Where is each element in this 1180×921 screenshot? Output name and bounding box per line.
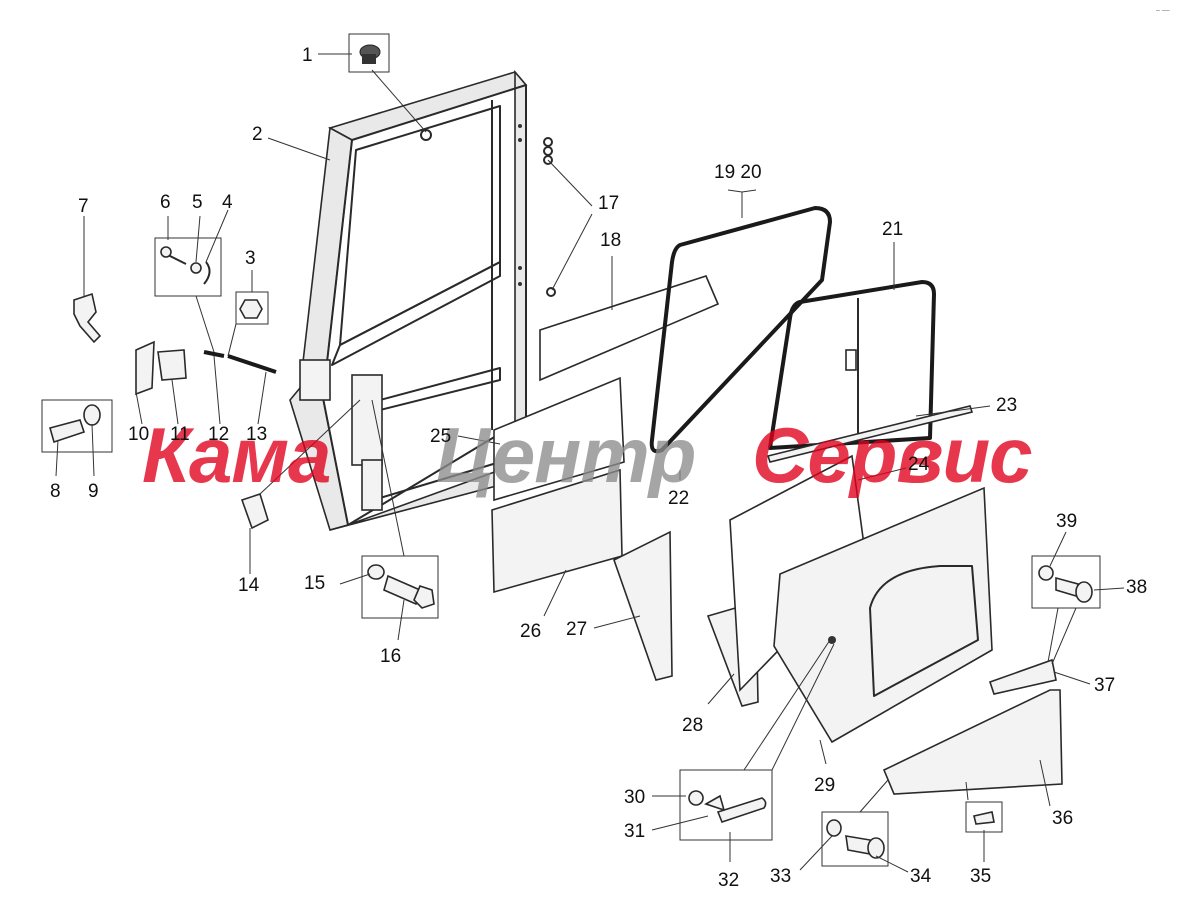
parts-10-11-latch: [135, 340, 187, 396]
callout-24: 24: [908, 454, 930, 475]
callout-13: 13: [246, 424, 267, 445]
watermark-text-servis: Сервис: [752, 411, 1032, 499]
callout-12: 12: [208, 424, 229, 445]
callout-36: 36: [1052, 808, 1073, 829]
part-18-glass: [539, 275, 720, 382]
callout-6: 6: [160, 192, 171, 213]
callout-2: 2: [252, 124, 263, 145]
callout-5: 5: [192, 192, 203, 213]
parts-24-29-inner-panel: [729, 454, 993, 744]
callout-39: 39: [1056, 511, 1077, 532]
part-14-lock: [240, 492, 269, 530]
watermark-text-kama: Кама: [142, 411, 330, 499]
callout-22: 22: [668, 488, 689, 509]
parts-19-20-seal: [649, 206, 832, 454]
callout-3: 3: [245, 248, 256, 269]
callout-15: 15: [304, 573, 325, 594]
callout-29: 29: [814, 775, 835, 796]
part-3-nut: [235, 291, 269, 325]
part-36-trim: [882, 689, 1063, 795]
callout-32: 32: [718, 870, 739, 891]
part-21-window: [768, 280, 936, 450]
callout-14: 14: [238, 575, 260, 596]
callout-8: 8: [50, 481, 61, 502]
part-7-handle: [73, 292, 102, 344]
callout-labels: 1 2 3 4 5 6 7 8 9 10 11 12 13 14 15 16 1…: [50, 45, 1147, 891]
part-23-strip: [766, 405, 974, 463]
watermark: Кама Центр Сервис: [142, 411, 1033, 499]
parts-12-13-rods: [203, 350, 277, 374]
callout-1: 1: [302, 45, 313, 66]
part-1-plug: [348, 33, 390, 73]
parts-15-16-bolt: [361, 555, 439, 619]
parts-33-34-screw: [821, 811, 889, 867]
part-35-screw: [965, 801, 1003, 833]
door-frame: [289, 69, 528, 531]
callout-27: 27: [566, 619, 587, 640]
callout-30: 30: [624, 787, 645, 808]
leader-lines: [55, 53, 1125, 873]
parts-8-9-bolt-washer: [41, 399, 113, 453]
callout-18: 18: [600, 230, 621, 251]
callout-11: 11: [170, 424, 190, 445]
callout-17: 17: [598, 193, 619, 214]
part-37-plate: [988, 658, 1057, 695]
callout-7: 7: [78, 196, 89, 217]
callout-10: 10: [128, 424, 149, 445]
parts-30-31-32-handle: [679, 769, 773, 841]
part-17-rings: [543, 137, 556, 297]
callout-26: 26: [520, 621, 541, 642]
parts-4-5-6: [154, 237, 222, 297]
callout-19-20: 19 20: [714, 162, 762, 183]
corner-mark: – ––: [1156, 7, 1170, 14]
watermark-text-centr: Центр: [436, 411, 695, 499]
callout-28: 28: [682, 715, 703, 736]
parts-25-26-panels: [491, 376, 625, 594]
callout-9: 9: [88, 481, 99, 502]
parts-38-39-screw: [1031, 555, 1101, 609]
callout-33: 33: [770, 866, 791, 887]
callout-25: 25: [430, 426, 451, 447]
callout-37: 37: [1094, 675, 1115, 696]
callout-34: 34: [910, 866, 932, 887]
callout-23: 23: [996, 395, 1017, 416]
callout-21: 21: [882, 219, 903, 240]
callout-38: 38: [1126, 577, 1147, 598]
callout-31: 31: [624, 821, 645, 842]
callout-35: 35: [970, 866, 991, 887]
callout-4: 4: [222, 192, 233, 213]
callout-16: 16: [380, 646, 401, 667]
